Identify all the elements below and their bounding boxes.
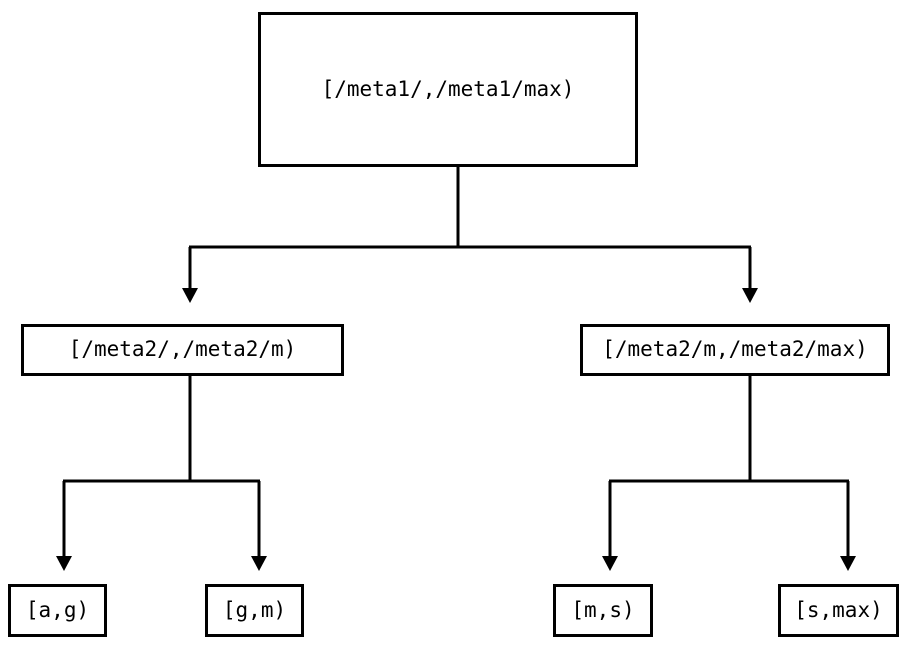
edge-level2right-to-leaves <box>608 376 850 556</box>
arrowhead-to-level2-left <box>182 288 198 303</box>
tree-node-leaf-a-g-label: [a,g) <box>25 597 90 622</box>
tree-node-level2-left-label: [/meta2/,/meta2/m) <box>68 337 297 361</box>
tree-node-level2-right[interactable]: [/meta2/m,/meta2/max) <box>580 324 890 376</box>
edge-root-to-level2 <box>188 167 752 288</box>
tree-node-level2-right-label: [/meta2/m,/meta2/max) <box>602 337 868 361</box>
tree-node-level2-left[interactable]: [/meta2/,/meta2/m) <box>21 324 344 376</box>
arrowhead-to-level2-right <box>742 288 758 303</box>
tree-node-leaf-g-m[interactable]: [g,m) <box>205 584 304 637</box>
edge-level2left-to-leaves <box>62 376 261 556</box>
arrowhead-to-leaf-a-g <box>56 556 72 571</box>
tree-node-leaf-g-m-label: [g,m) <box>222 597 287 622</box>
arrowhead-to-leaf-g-m <box>251 556 267 571</box>
tree-node-root[interactable]: [/meta1/,/meta1/max) <box>258 12 638 167</box>
tree-node-root-label: [/meta1/,/meta1/max) <box>321 76 575 101</box>
tree-node-leaf-m-s[interactable]: [m,s) <box>553 584 653 637</box>
tree-node-leaf-s-max-label: [s,max) <box>794 597 883 622</box>
tree-node-leaf-m-s-label: [m,s) <box>571 597 635 622</box>
arrowhead-to-leaf-m-s <box>602 556 618 571</box>
arrowhead-to-leaf-s-max <box>840 556 856 571</box>
tree-node-leaf-a-g[interactable]: [a,g) <box>8 584 107 637</box>
tree-node-leaf-s-max[interactable]: [s,max) <box>778 584 899 637</box>
